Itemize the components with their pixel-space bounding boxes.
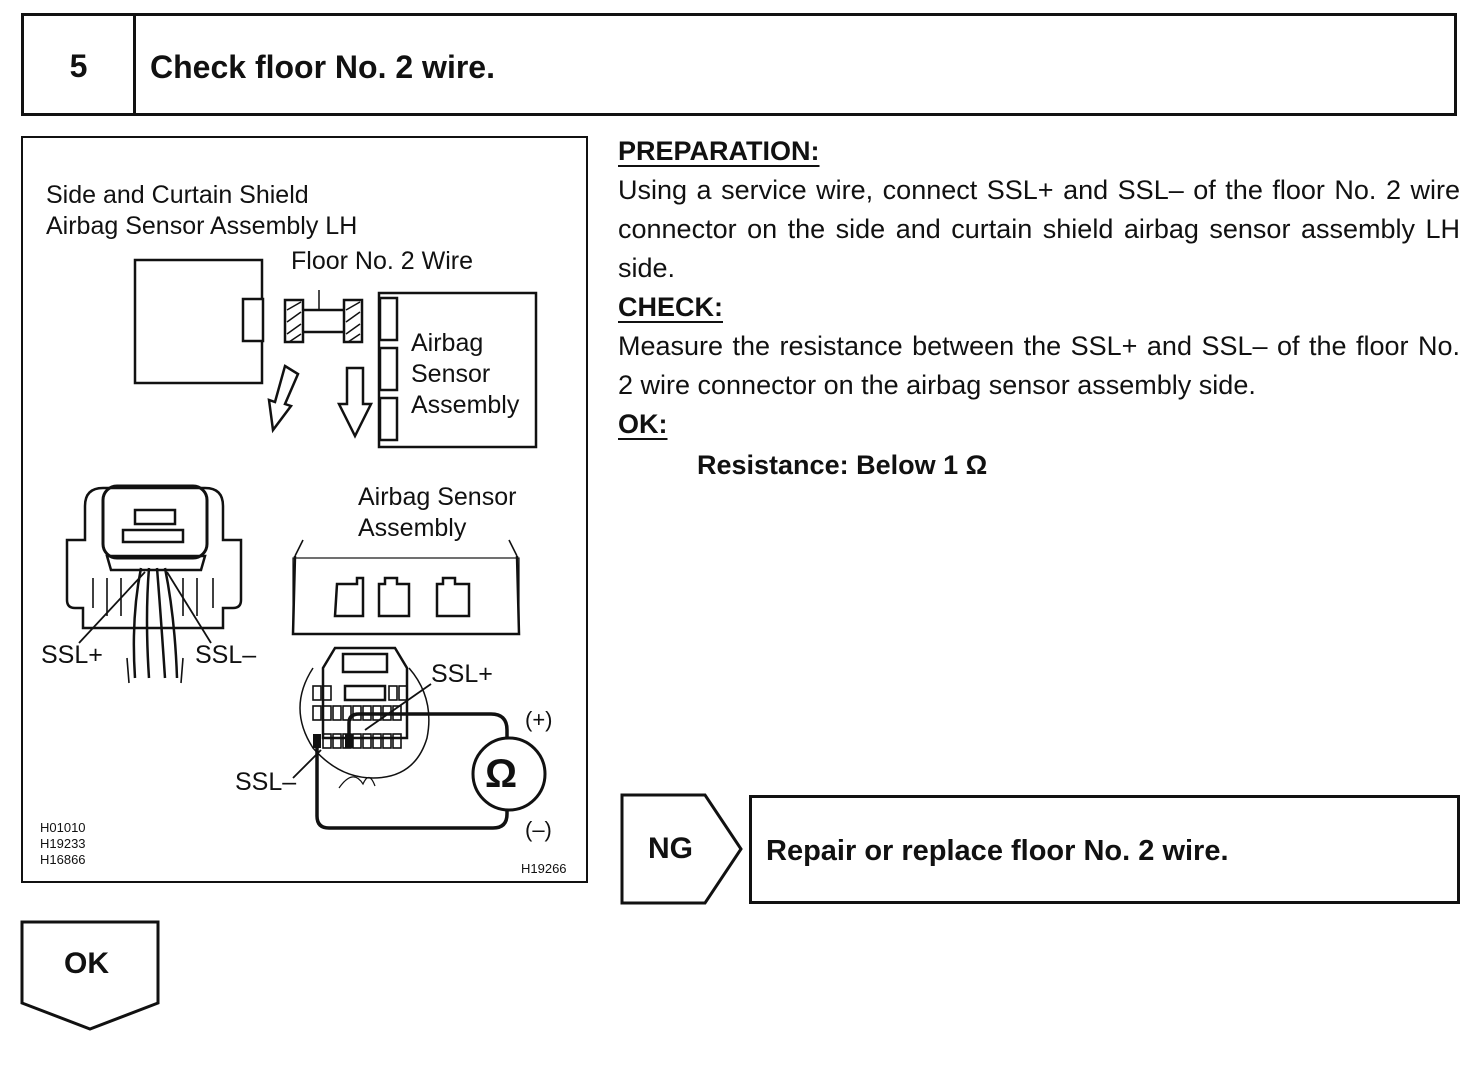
ok-label: OK — [64, 947, 109, 980]
step-number: 5 — [24, 16, 136, 113]
ssl-minus-left-label: SSL– — [195, 641, 257, 669]
arrow-left-down — [267, 364, 300, 434]
step-header: 5 Check floor No. 2 wire. — [21, 13, 1457, 116]
check-heading: CHECK: — [618, 292, 723, 322]
preparation-text: Using a service wire, connect SSL+ and S… — [618, 175, 1460, 283]
figure-title-line2: Airbag Sensor Assembly LH — [46, 212, 358, 240]
ssl-plus-right-label: SSL+ — [431, 660, 493, 688]
ng-label: NG — [648, 832, 693, 865]
figure-code: H19233 — [40, 836, 86, 851]
minus-terminal-label: (–) — [525, 817, 552, 842]
figure-id: H19266 — [521, 861, 567, 876]
illustration-drawing — [65, 258, 547, 830]
ok-arrow-shape — [20, 920, 160, 1031]
figure-title-line1: Side and Curtain Shield — [46, 181, 309, 209]
airbag-label-1: Airbag — [411, 329, 484, 357]
plus-terminal-label: (+) — [525, 707, 553, 732]
ng-action-text: Repair or replace floor No. 2 wire. — [766, 835, 1229, 867]
instructions: PREPARATION: Using a service wire, conne… — [618, 132, 1460, 485]
assembly-label-2: Assembly — [358, 514, 467, 542]
floor-wire-label: Floor No. 2 Wire — [291, 247, 473, 275]
step-title: Check floor No. 2 wire. — [150, 49, 495, 85]
ohmmeter — [471, 736, 547, 812]
ng-action-box: Repair or replace floor No. 2 wire. — [749, 795, 1460, 904]
assembly-label-1: Airbag Sensor — [358, 483, 517, 511]
ok-spec: Resistance: Below 1 Ω — [697, 450, 988, 480]
ssl-plus-left-label: SSL+ — [41, 641, 103, 669]
meter-leads — [315, 712, 509, 830]
ok-heading: OK: — [618, 409, 668, 439]
arrow-down — [336, 366, 374, 439]
wire-connector-right — [342, 298, 364, 344]
preparation-heading: PREPARATION: — [618, 136, 820, 166]
check-text: Measure the resistance between the SSL+ … — [618, 331, 1460, 400]
ng-arrow-shape — [620, 793, 743, 905]
figure-code: H16866 — [40, 852, 86, 867]
wire-connector-left — [283, 298, 305, 344]
ssl-minus-right-label: SSL– — [235, 768, 297, 796]
airbag-label-2: Sensor — [411, 360, 491, 388]
wiring-illustration: Side and Curtain Shield Airbag Sensor As… — [21, 136, 588, 883]
ohm-symbol: Ω — [485, 752, 518, 796]
figure-code: H01010 — [40, 820, 86, 835]
airbag-label-3: Assembly — [411, 391, 520, 419]
